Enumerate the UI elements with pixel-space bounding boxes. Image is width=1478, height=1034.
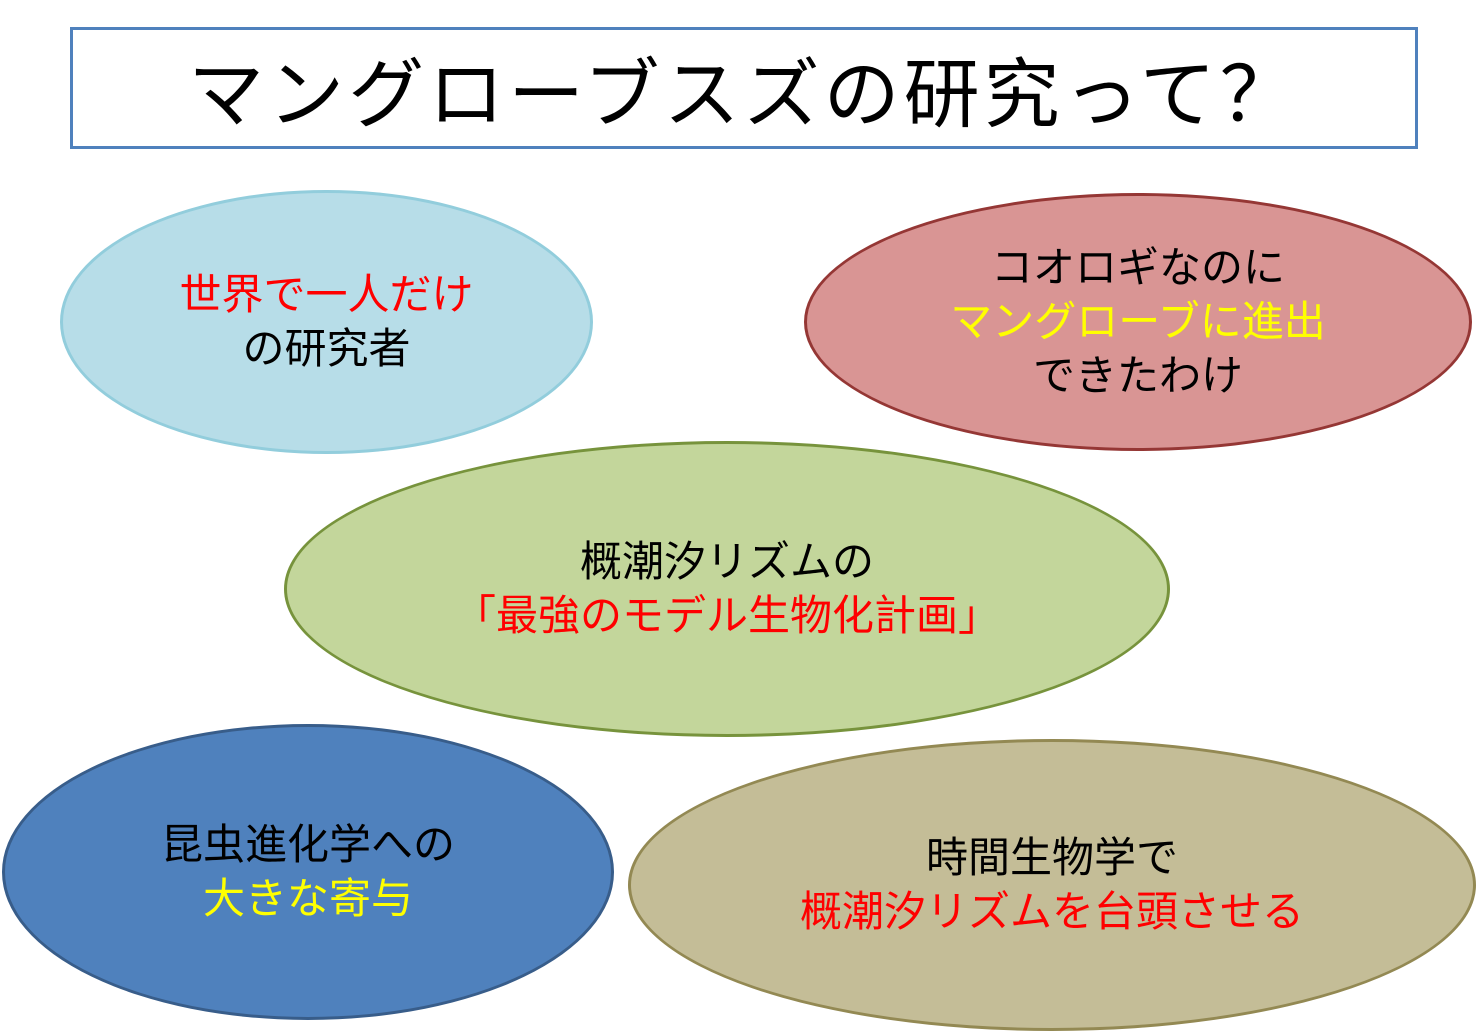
ellipse-model-organism-plan: 概潮汐リズムの 「最強のモデル生物化計画」 bbox=[284, 441, 1170, 737]
ellipse-line: 時間生物学で bbox=[925, 833, 1178, 882]
title-box: マングローブスズの研究って？ bbox=[70, 27, 1418, 149]
ellipse-line: 大きな寄与 bbox=[202, 874, 413, 923]
ellipse-chronobiology: 時間生物学で 概潮汐リズムを台頭させる bbox=[628, 739, 1476, 1031]
ellipse-insect-evolution: 昆虫進化学への 大きな寄与 bbox=[2, 724, 614, 1020]
ellipse-line: 「最強のモデル生物化計画」 bbox=[453, 591, 1000, 640]
ellipse-line: 世界で一人だけ bbox=[179, 270, 474, 319]
ellipse-line: コオロギなのに bbox=[990, 243, 1285, 292]
ellipse-line: の研究者 bbox=[242, 324, 411, 373]
ellipse-line: できたわけ bbox=[1032, 351, 1243, 400]
ellipse-line: 昆虫進化学への bbox=[160, 820, 455, 869]
ellipse-line: 概潮汐リズムを台頭させる bbox=[799, 887, 1304, 936]
ellipse-world-only-researcher: 世界で一人だけ の研究者 bbox=[60, 190, 593, 454]
ellipse-mangrove-advance: コオロギなのに マングローブに進出 できたわけ bbox=[804, 193, 1472, 451]
ellipse-line: 概潮汐リズムの bbox=[579, 537, 874, 586]
page-title: マングローブスズの研究って？ bbox=[188, 50, 1300, 139]
ellipse-line: マングローブに進出 bbox=[950, 297, 1326, 346]
